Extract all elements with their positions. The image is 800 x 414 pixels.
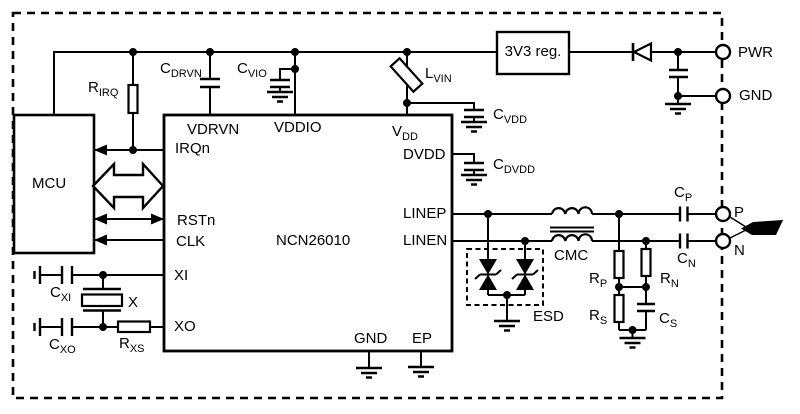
clk-arrowhead: [94, 234, 107, 246]
label-r-xs: RXS: [119, 335, 145, 355]
pin-label-xo: XO: [174, 318, 196, 335]
junction-dots: [99, 48, 682, 334]
mcu-label: MCU: [32, 175, 67, 192]
protection-diode: [631, 41, 653, 63]
r-p-resistor: [613, 249, 625, 280]
r-xs-resistor: [116, 320, 152, 334]
resistors: [116, 83, 652, 334]
tvs-diode-2: [511, 259, 539, 290]
terminals: [714, 43, 732, 250]
label-l-vin: LVIN: [425, 65, 452, 85]
connector-label-p: P: [734, 204, 745, 221]
r-s-resistor: [613, 293, 625, 324]
pin-label-vdd: VDD: [392, 123, 418, 143]
pin-label-dvdd: DVDD: [403, 146, 446, 163]
pwr-terminal: [714, 43, 732, 61]
crystal-symbol: [80, 287, 124, 312]
spi-bus-arrow: [91, 160, 165, 212]
ground-symbols: [33, 90, 691, 379]
rstn-left-arrowhead: [94, 213, 107, 225]
label-r-s: RS: [589, 307, 608, 327]
label-c-n: CN: [677, 250, 696, 270]
tvs-diode-1: [474, 259, 502, 290]
pin-label-linen: LINEN: [403, 232, 448, 249]
pin-label-gnd: GND: [354, 330, 388, 347]
irqn-arrowhead: [94, 144, 107, 156]
label-c-xo: CXO: [49, 336, 76, 356]
pin-label-xi: XI: [174, 267, 189, 284]
rstn-right-arrowhead: [151, 213, 164, 225]
pin-label-clk: CLK: [176, 233, 206, 250]
l-vin-inductor: [389, 56, 424, 94]
pin-label-linep: LINEP: [403, 205, 447, 222]
cmc-choke: [550, 206, 594, 242]
label-c-dvdd: CDVDD: [493, 156, 536, 176]
label-c-vdd: CVDD: [493, 106, 528, 126]
cable-wedge: [741, 220, 783, 235]
r-n-resistor: [640, 247, 652, 278]
pin-label-rstn: RSTn: [177, 212, 216, 229]
pin-label-vdrvn: VDRVN: [187, 121, 240, 138]
connector-label-pwr: PWR: [738, 44, 773, 61]
connector-label-gnd: GND: [739, 87, 773, 104]
capacitor-plates: [60, 68, 689, 336]
r-irq-resistor: [127, 83, 139, 115]
cable-leads: [729, 216, 747, 239]
label-c-xi: CXI: [50, 284, 72, 304]
label-c-s: CS: [659, 310, 678, 330]
gnd-terminal: [714, 87, 732, 105]
pin-label-ep: EP: [412, 330, 433, 347]
label-cmc: CMC: [554, 247, 589, 264]
label-r-irq: RIRQ: [88, 79, 119, 99]
label-esd: ESD: [533, 308, 564, 325]
connector-label-n: N: [734, 242, 745, 259]
regulator-label: 3V3 reg.: [504, 43, 562, 60]
signal-arrowheads: [94, 144, 164, 246]
ic-box: [162, 113, 454, 353]
esd-box: [466, 248, 544, 306]
n-terminal: [714, 232, 732, 250]
label-c-drvn: CDRVN: [160, 60, 202, 80]
label-c-vio: CVIO: [237, 60, 267, 80]
ic-part-number: NCN26010: [276, 232, 351, 249]
label-crystal: X: [128, 294, 139, 311]
p-terminal: [714, 205, 732, 223]
label-r-p: RP: [589, 270, 608, 290]
label-c-p: CP: [674, 184, 693, 204]
pin-label-irqn: IRQn: [175, 140, 211, 157]
label-r-n: RN: [660, 270, 679, 290]
pin-label-vddio: VDDIO: [274, 119, 322, 136]
